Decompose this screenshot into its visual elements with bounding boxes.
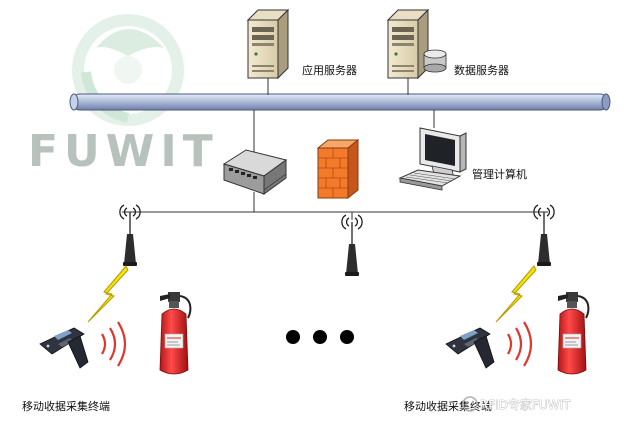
handheld-reader-left-icon bbox=[39, 327, 89, 369]
wireless-lightning-right-icon bbox=[495, 265, 537, 323]
fuwit-logo-watermark bbox=[72, 14, 184, 126]
admin-pc-label: 管理计算机 bbox=[472, 167, 527, 181]
fire-extinguisher-left-icon bbox=[159, 291, 192, 375]
network-backbone-bus bbox=[71, 93, 609, 111]
application-server-icon bbox=[247, 9, 289, 79]
network-switch-icon bbox=[222, 149, 288, 195]
fire-extinguisher-right-icon bbox=[557, 291, 590, 375]
handheld-reader-right-icon bbox=[445, 327, 495, 369]
footer-watermark-text: RFID专家FUWIT bbox=[480, 397, 571, 412]
antenna-left-icon bbox=[119, 204, 141, 267]
rfid-signal-right-icon bbox=[507, 321, 533, 367]
rfid-signal-left-icon bbox=[101, 321, 127, 367]
antenna-middle-icon bbox=[341, 214, 363, 277]
wireless-lightning-left-icon bbox=[87, 265, 129, 323]
management-computer-icon bbox=[398, 127, 467, 191]
connection-lines bbox=[122, 78, 548, 220]
data-server-icon bbox=[387, 9, 447, 79]
firewall-icon bbox=[316, 138, 360, 200]
more-terminals-ellipsis bbox=[286, 330, 354, 344]
data-server-label: 数据服务器 bbox=[454, 63, 509, 77]
footer-watermark: RFID专家FUWIT bbox=[462, 396, 571, 412]
terminal-right-label: 移动收据采集终端 bbox=[404, 399, 492, 413]
app-server-label: 应用服务器 bbox=[302, 63, 357, 77]
fuwit-brand-watermark: FUWIT bbox=[28, 126, 219, 177]
terminal-left-label: 移动收据采集终端 bbox=[22, 399, 110, 413]
antenna-right-icon bbox=[533, 204, 555, 267]
